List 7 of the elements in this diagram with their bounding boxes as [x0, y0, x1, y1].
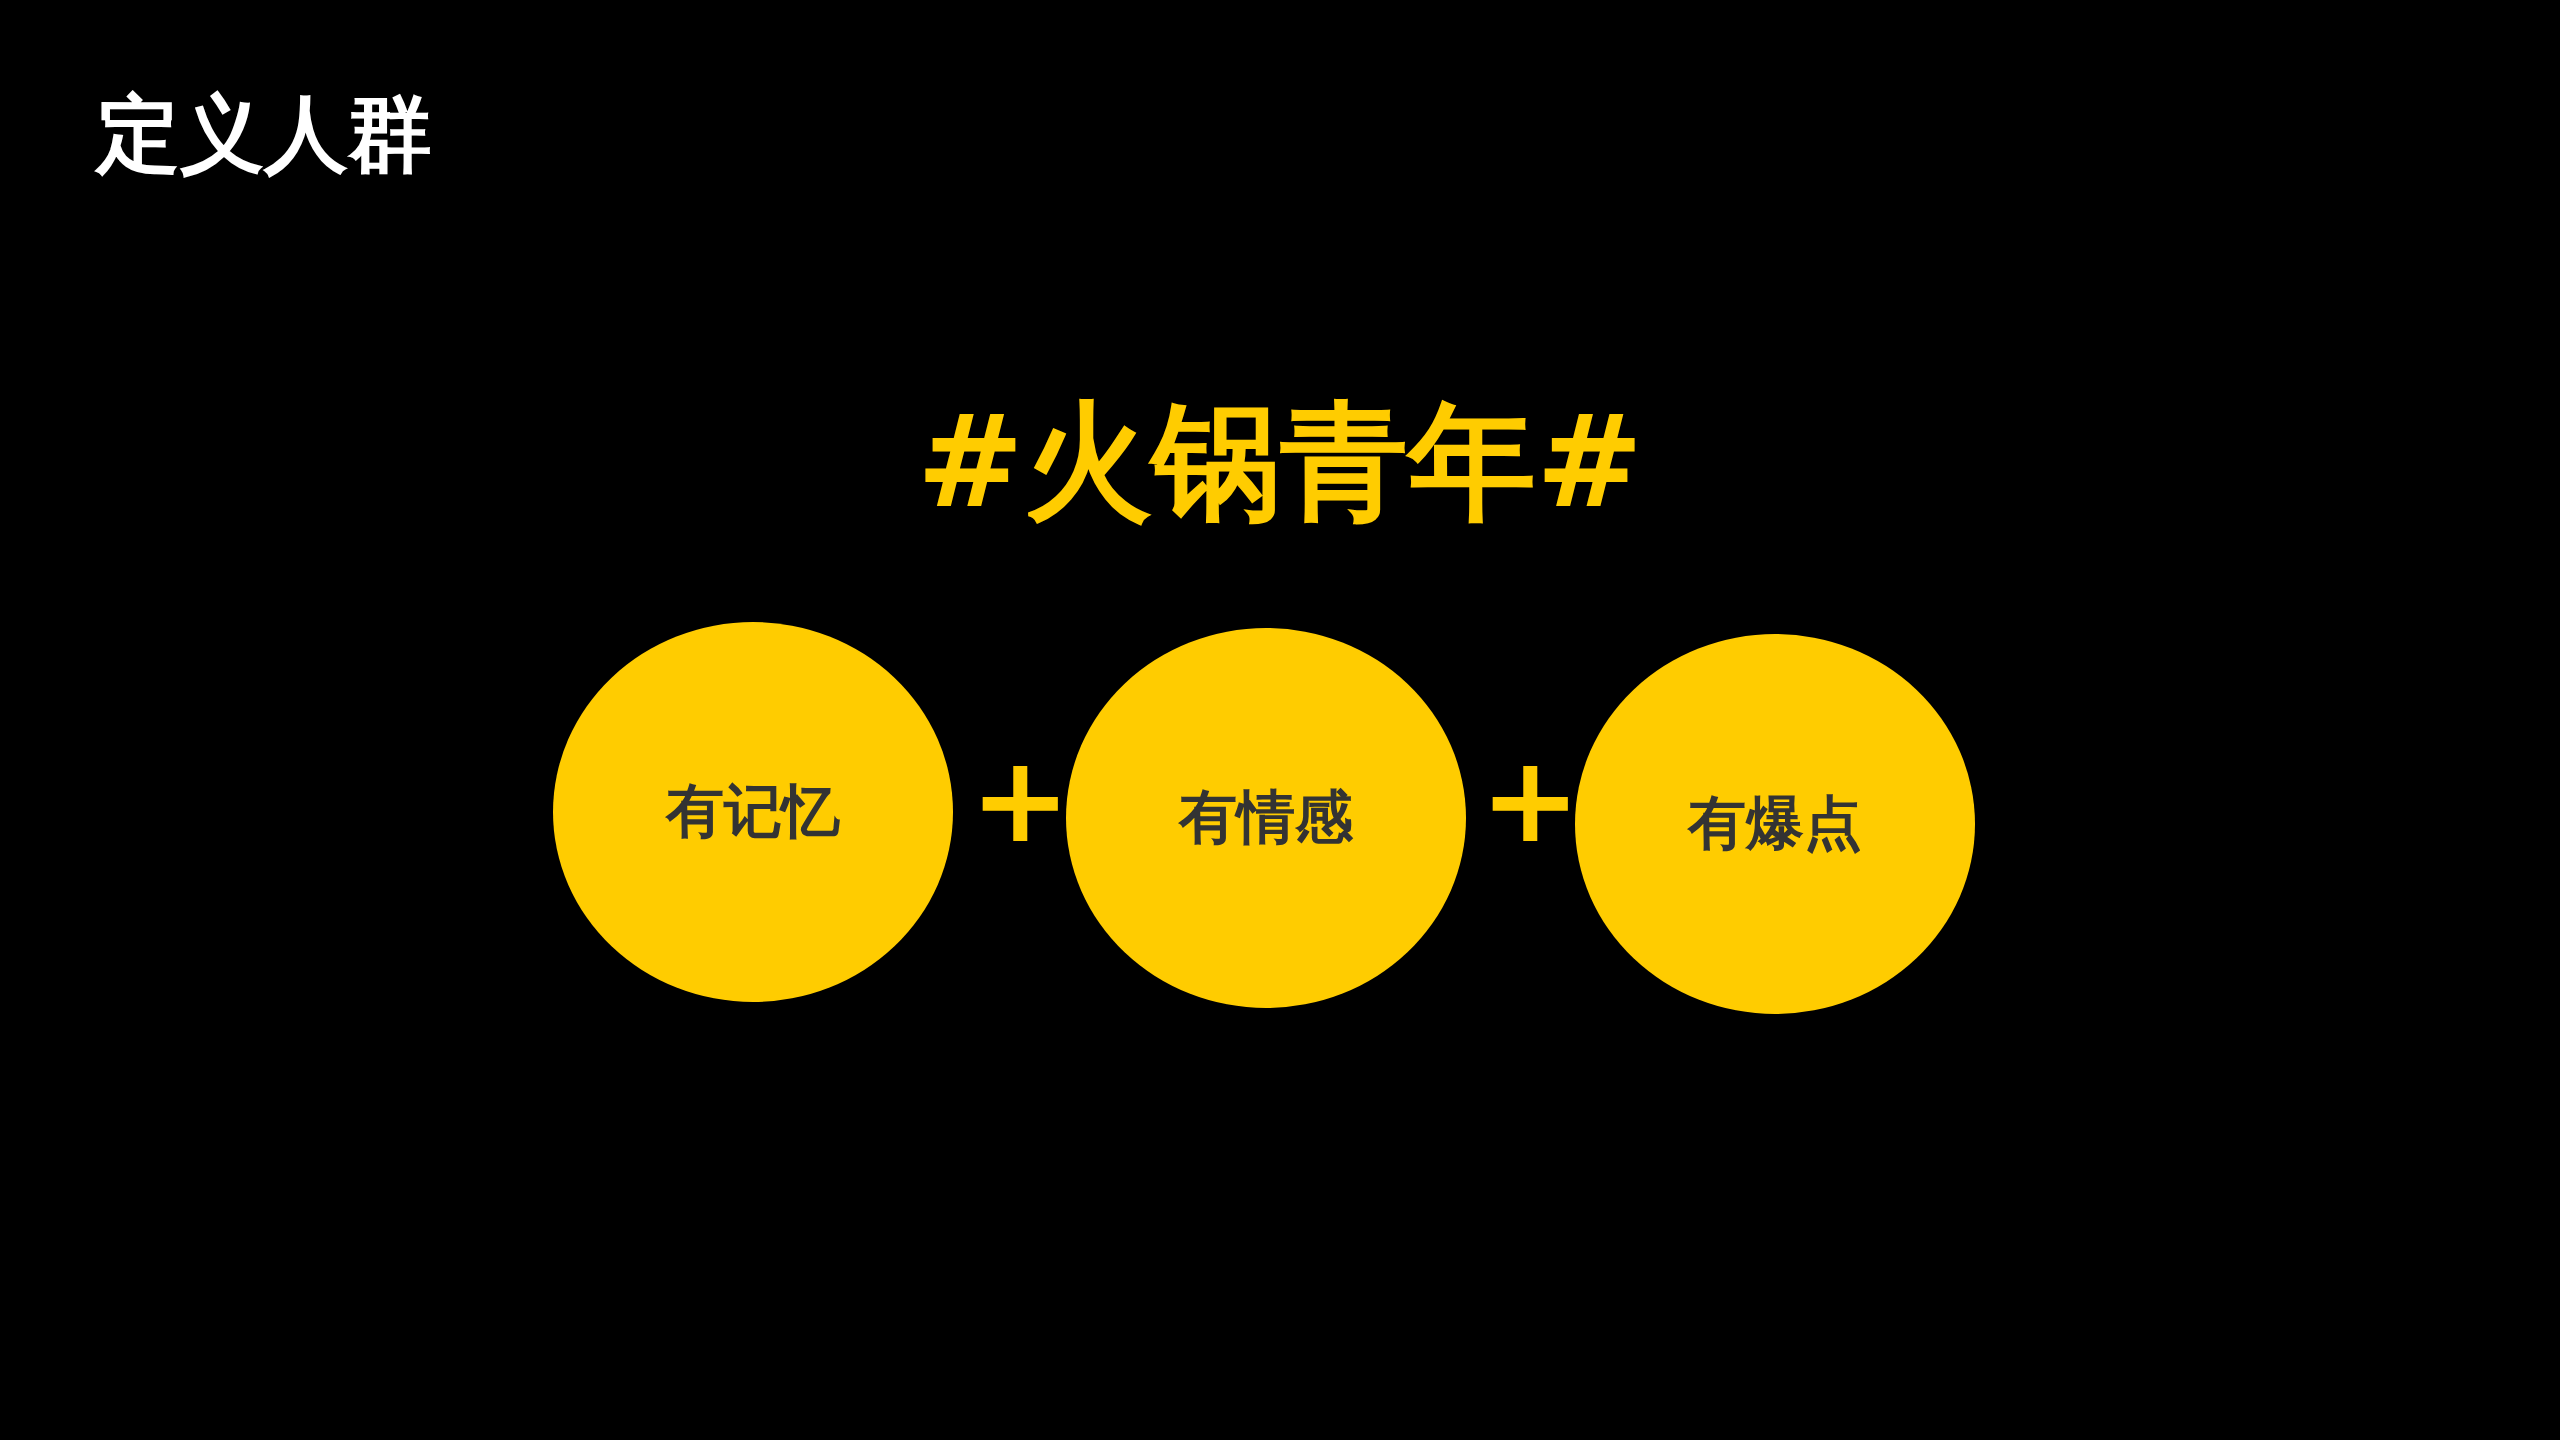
node-text: 有记忆	[666, 776, 840, 847]
plus-sign: +	[970, 740, 1071, 860]
hashtag-heading: #火锅青年#	[916, 392, 1644, 533]
plus-sign: +	[1480, 740, 1581, 860]
node-text: 有爆点	[1688, 788, 1862, 859]
node-text: 有情感	[1179, 782, 1353, 853]
slide-title: 定义人群	[96, 92, 432, 176]
